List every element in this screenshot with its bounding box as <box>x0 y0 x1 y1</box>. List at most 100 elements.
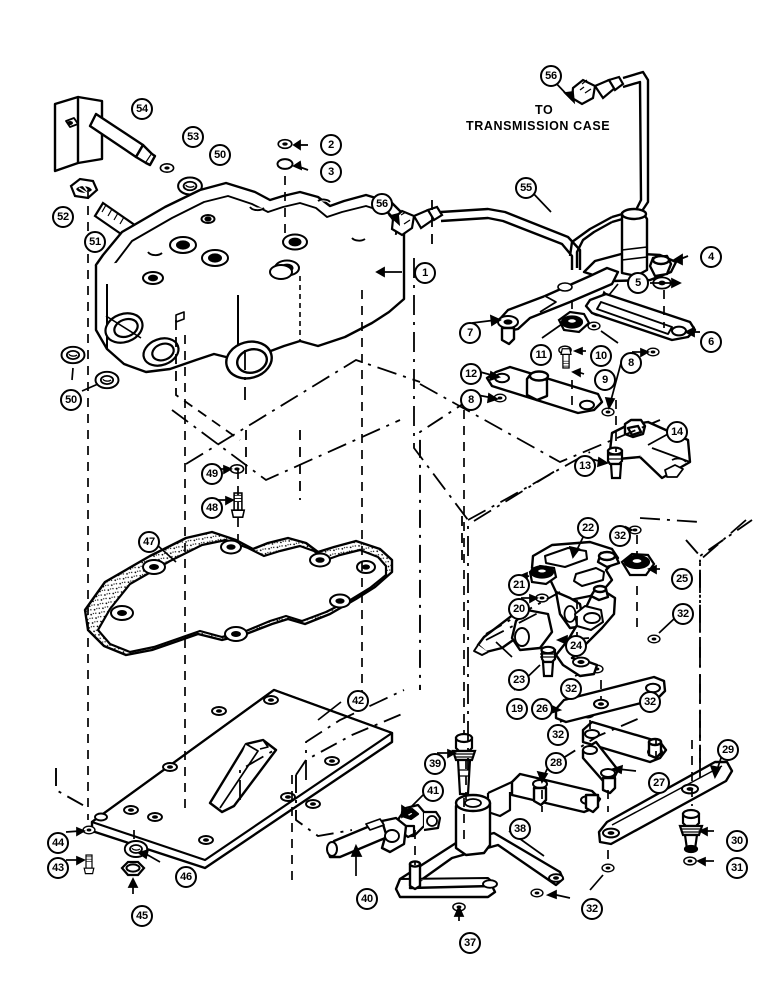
callout-50-left[interactable]: 50 <box>60 389 82 411</box>
callout-55[interactable]: 55 <box>515 177 537 199</box>
callout-19[interactable]: 19 <box>506 698 528 720</box>
assembly-dashed-boxes <box>175 200 463 560</box>
callout-40[interactable]: 40 <box>356 888 378 910</box>
part-32-washer-i <box>530 888 544 898</box>
leader-37 <box>453 904 465 921</box>
part-38-bracket <box>394 793 565 899</box>
callout-46[interactable]: 46 <box>175 866 197 888</box>
part-32-washer-h <box>601 863 615 873</box>
callout-20[interactable]: 20 <box>508 598 530 620</box>
callout-29[interactable]: 29 <box>717 739 739 761</box>
callout-23[interactable]: 23 <box>508 669 530 691</box>
callout-44[interactable]: 44 <box>47 832 69 854</box>
leader-14 <box>647 433 669 446</box>
callout-25[interactable]: 25 <box>671 568 693 590</box>
leader-44 <box>65 826 86 837</box>
callout-45[interactable]: 45 <box>131 905 153 927</box>
callout-56-lower[interactable]: 56 <box>371 193 393 215</box>
leader-11 <box>541 323 563 339</box>
callout-37[interactable]: 37 <box>459 932 481 954</box>
part-55-tube-lower <box>440 207 582 270</box>
part-11-spacer <box>557 310 591 334</box>
leader-6 <box>683 326 700 338</box>
leader-23 <box>495 641 513 658</box>
callout-48[interactable]: 48 <box>201 497 223 519</box>
callout-32-e[interactable]: 32 <box>547 724 569 746</box>
callout-21[interactable]: 21 <box>508 574 530 596</box>
part-26-link <box>554 675 667 724</box>
part-21-bushing <box>528 564 558 586</box>
callout-32-c[interactable]: 32 <box>560 678 582 700</box>
callout-50-top[interactable]: 50 <box>209 144 231 166</box>
callout-22[interactable]: 22 <box>577 517 599 539</box>
callout-49[interactable]: 49 <box>201 463 223 485</box>
callout-7[interactable]: 7 <box>459 322 481 344</box>
callout-12[interactable]: 12 <box>460 363 482 385</box>
callout-30[interactable]: 30 <box>726 830 748 852</box>
part-28-link <box>486 772 602 818</box>
callout-10[interactable]: 10 <box>590 345 612 367</box>
callout-8-left[interactable]: 8 <box>460 389 482 411</box>
callout-47[interactable]: 47 <box>138 531 160 553</box>
annotation-to: TO <box>535 103 554 117</box>
callout-5[interactable]: 5 <box>627 272 649 294</box>
callout-27[interactable]: 27 <box>648 772 670 794</box>
part-53-lockwasher <box>159 163 175 173</box>
callout-41[interactable]: 41 <box>422 780 444 802</box>
part-3-oring <box>276 158 294 170</box>
callout-43[interactable]: 43 <box>47 857 69 879</box>
callout-6[interactable]: 6 <box>700 331 722 353</box>
callout-14[interactable]: 14 <box>666 421 688 443</box>
callout-39[interactable]: 39 <box>424 753 446 775</box>
part-32-washer-b <box>647 634 661 644</box>
leader-31 <box>696 856 714 867</box>
callout-32-a[interactable]: 32 <box>609 525 631 547</box>
callout-13[interactable]: 13 <box>574 455 596 477</box>
callout-11[interactable]: 11 <box>530 344 552 366</box>
part-2-washer <box>277 138 293 150</box>
callout-9[interactable]: 9 <box>594 369 616 391</box>
callout-53[interactable]: 53 <box>182 126 204 148</box>
leader-30 <box>698 826 714 837</box>
callout-24[interactable]: 24 <box>565 635 587 657</box>
callout-32-b[interactable]: 32 <box>672 603 694 625</box>
callout-8-right[interactable]: 8 <box>620 352 642 374</box>
part-19-bolt <box>540 645 557 678</box>
callout-54[interactable]: 54 <box>131 98 153 120</box>
callout-26[interactable]: 26 <box>531 698 553 720</box>
leader-46 <box>137 848 161 863</box>
part-4-lever-hub <box>582 207 678 283</box>
leader-9 <box>571 367 585 378</box>
part-31-washer <box>683 856 697 866</box>
callout-52[interactable]: 52 <box>52 206 74 228</box>
part-50-seal-b <box>94 370 120 390</box>
part-47-gasket <box>83 530 394 657</box>
part-44-washer <box>82 825 96 835</box>
part-7-bellcrank <box>496 266 620 346</box>
leader-42 <box>317 701 342 721</box>
callout-31[interactable]: 31 <box>726 857 748 879</box>
callout-2[interactable]: 2 <box>320 134 342 156</box>
part-56-fitting-lower <box>390 205 444 237</box>
callout-3[interactable]: 3 <box>320 161 342 183</box>
leader-2 <box>292 139 308 151</box>
leader-8-right <box>600 330 650 411</box>
leader-32-f <box>545 874 604 900</box>
leader-27 <box>610 764 637 775</box>
callout-42[interactable]: 42 <box>347 690 369 712</box>
callout-32-f[interactable]: 32 <box>581 898 603 920</box>
part-25-bushing <box>620 552 656 577</box>
callout-38[interactable]: 38 <box>509 818 531 840</box>
callout-51[interactable]: 51 <box>84 231 106 253</box>
leader-7 <box>471 314 502 327</box>
callout-4[interactable]: 4 <box>700 246 722 268</box>
part-23-shaft <box>473 608 554 656</box>
callout-56-top[interactable]: 56 <box>540 65 562 87</box>
callout-32-d[interactable]: 32 <box>639 691 661 713</box>
part-52-nut <box>69 177 99 200</box>
callout-1[interactable]: 1 <box>414 262 436 284</box>
callout-28[interactable]: 28 <box>545 752 567 774</box>
part-50-seal-a <box>60 345 86 365</box>
part-54-bracket-rod <box>53 95 157 173</box>
